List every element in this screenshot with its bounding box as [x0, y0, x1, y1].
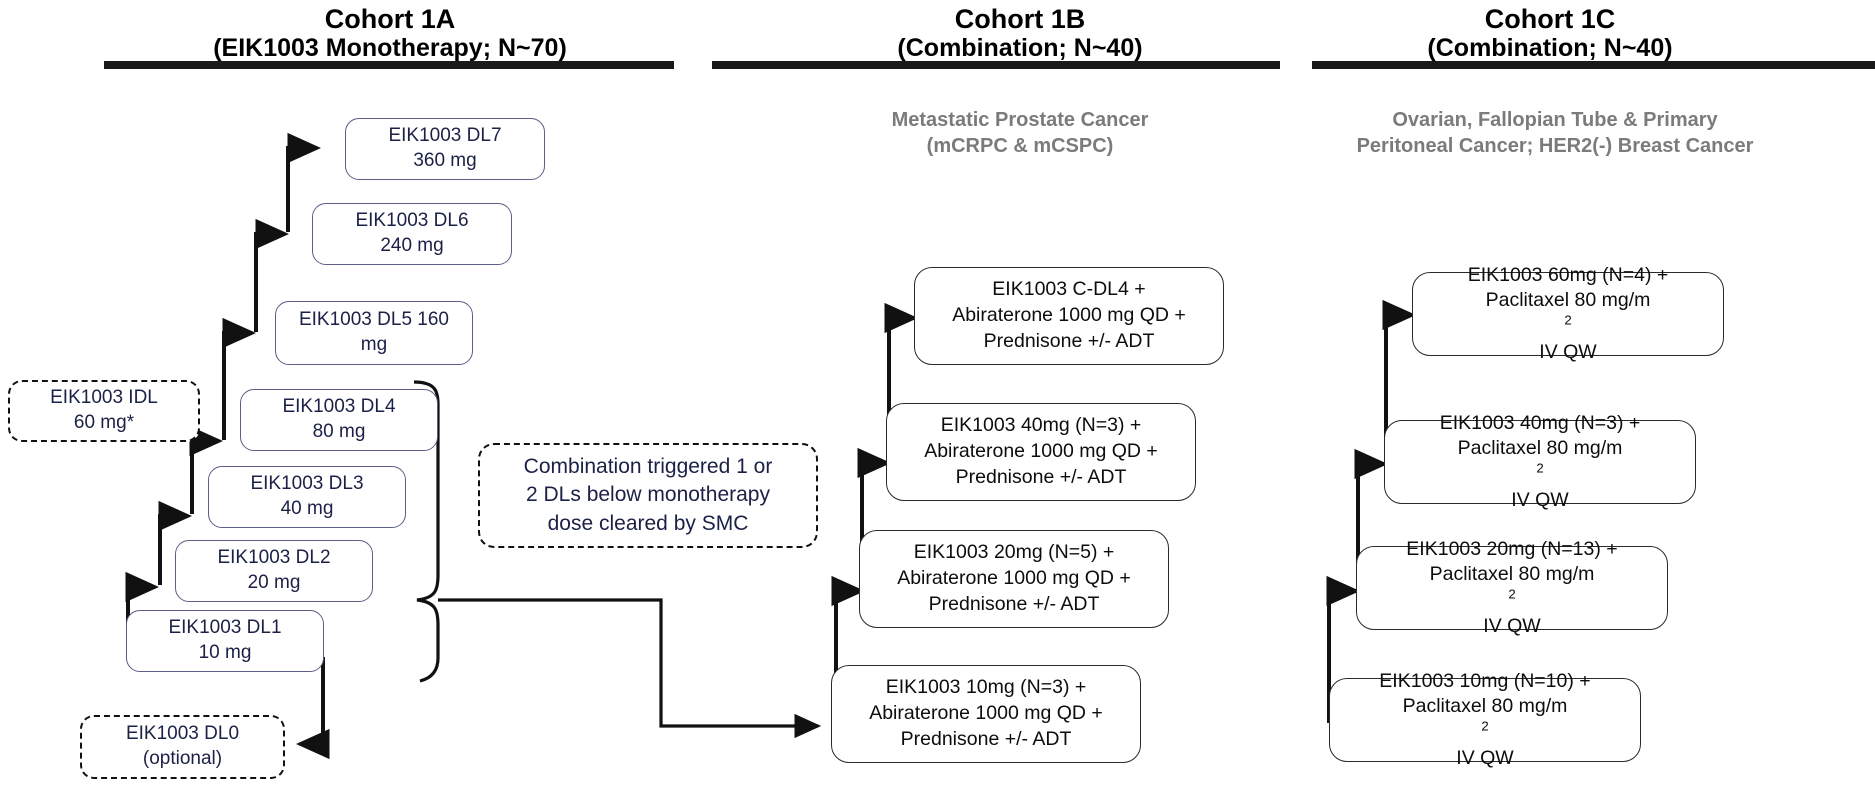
c1b-l1-line1: EIK1003 10mg (N=3) +: [885, 676, 1087, 699]
cohort-1b-indication-line2: (mCRPC & mCSPC): [926, 134, 1114, 157]
cohort-1c-indication: Ovarian, Fallopian Tube & Primary Perito…: [1235, 108, 1875, 159]
c1b-l4-line3: Prednisone +/- ADT: [983, 329, 1155, 352]
dl4-line1: EIK1003 DL4: [282, 396, 396, 418]
cohort-1c-indication-line1: Ovarian, Fallopian Tube & Primary: [1392, 109, 1718, 131]
combination-trigger-brace: [413, 380, 822, 739]
c1b-l3-line2: Abiraterone 1000 mg QD +: [924, 440, 1158, 463]
c1c-l2-line1: EIK1003 20mg (N=13) +: [1406, 537, 1618, 560]
cohort-1c-header: Cohort 1C (Combination; N~40): [1260, 4, 1840, 62]
cohort-1a-subtitle: (EIK1003 Monotherapy; N~70): [213, 34, 567, 63]
cohort-1a-header: Cohort 1A (EIK1003 Monotherapy; N~70): [100, 4, 680, 62]
cohort-1a-rule: [104, 61, 674, 69]
cohort-1c-level-1-box[interactable]: EIK1003 10mg (N=10) + Paclitaxel 80 mg/m…: [1329, 670, 1641, 769]
dl5-line1: EIK1003 DL5 160: [298, 309, 449, 331]
dose-level-dl7-box[interactable]: EIK1003 DL7 360 mg: [345, 118, 545, 180]
cohort-1c-subtitle: (Combination; N~40): [1427, 34, 1673, 63]
c1c-l4-line1: EIK1003 60mg (N=4) +: [1467, 263, 1669, 286]
cohort-1b-level-4-box[interactable]: EIK1003 C-DL4 + Abiraterone 1000 mg QD +…: [914, 267, 1224, 365]
dose-level-dl3-box[interactable]: EIK1003 DL3 40 mg: [208, 466, 406, 528]
dl2-line1: EIK1003 DL2: [217, 547, 331, 569]
c1b-l2-line1: EIK1003 20mg (N=5) +: [913, 541, 1115, 564]
dose-level-dl6-box[interactable]: EIK1003 DL6 240 mg: [312, 203, 512, 265]
cohort-1a-title: Cohort 1A: [324, 4, 456, 34]
cohort-1b-header: Cohort 1B (Combination; N~40): [730, 4, 1310, 62]
cohort-1b-indication: Metastatic Prostate Cancer (mCRPC & mCSP…: [730, 108, 1310, 159]
c1b-l4-line1: EIK1003 C-DL4 +: [992, 278, 1146, 301]
cohort-1b-subtitle: (Combination; N~40): [897, 34, 1143, 63]
dl6-line2: 240 mg: [380, 235, 444, 256]
dl7-line2: 360 mg: [413, 150, 477, 171]
cohort-1b-title: Cohort 1B: [954, 4, 1086, 34]
c1b-l2-line3: Prednisone +/- ADT: [928, 592, 1100, 615]
cohort-1b-level-3-box[interactable]: EIK1003 40mg (N=3) + Abiraterone 1000 mg…: [886, 403, 1196, 501]
dl3-line1: EIK1003 DL3: [250, 473, 364, 495]
dose-level-dl5-box[interactable]: EIK1003 DL5 160 mg: [275, 301, 473, 365]
cohort-1b-level-2-box[interactable]: EIK1003 20mg (N=5) + Abiraterone 1000 mg…: [859, 530, 1169, 628]
note-line3: dose cleared by SMC: [547, 511, 749, 535]
cohort-1c-rule: [1312, 61, 1875, 69]
c1b-l2-line2: Abiraterone 1000 mg QD +: [897, 567, 1131, 590]
dose-level-dl1-box[interactable]: EIK1003 DL1 10 mg: [126, 610, 324, 672]
c1b-l4-line2: Abiraterone 1000 mg QD +: [952, 304, 1186, 327]
c1b-l3-line1: EIK1003 40mg (N=3) +: [940, 414, 1142, 437]
c1c-l1-line1: EIK1003 10mg (N=10) +: [1379, 669, 1591, 692]
cohort-1b-level-1-box[interactable]: EIK1003 10mg (N=3) + Abiraterone 1000 mg…: [831, 665, 1141, 763]
dl0-line1: EIK1003 DL0: [125, 723, 240, 745]
dose-level-dl2-box[interactable]: EIK1003 DL2 20 mg: [175, 540, 373, 602]
cohort-1c-level-2-box[interactable]: EIK1003 20mg (N=13) + Paclitaxel 80 mg/m…: [1356, 538, 1668, 637]
c1b-l1-line2: Abiraterone 1000 mg QD +: [869, 702, 1103, 725]
dose-level-idl-box[interactable]: EIK1003 IDL 60 mg*: [8, 380, 200, 442]
combination-trigger-note: Combination triggered 1 or 2 DLs below m…: [478, 443, 818, 548]
cohort-1c-indication-line2: Peritoneal Cancer; HER2(-) Breast Cancer: [1356, 134, 1754, 157]
cohort-1c-arrows: [1326, 299, 1416, 723]
dose-level-dl0-box[interactable]: EIK1003 DL0 (optional): [80, 715, 285, 779]
dl5-line2: mg: [360, 334, 388, 355]
dl1-line2: 10 mg: [198, 642, 252, 663]
c1c-l3-line1: EIK1003 40mg (N=3) +: [1439, 411, 1641, 434]
dl7-line1: EIK1003 DL7: [388, 125, 502, 147]
dl4-line2: 80 mg: [312, 421, 366, 442]
c1b-l1-line3: Prednisone +/- ADT: [900, 727, 1072, 750]
c1b-l3-line3: Prednisone +/- ADT: [955, 465, 1127, 488]
dl1-line1: EIK1003 DL1: [168, 617, 282, 639]
idl-line2: 60 mg*: [73, 412, 135, 433]
note-line2: 2 DLs below monotherapy: [526, 483, 770, 507]
dl2-line2: 20 mg: [247, 572, 301, 593]
cohort-1b-indication-line1: Metastatic Prostate Cancer: [891, 109, 1149, 131]
dl6-line1: EIK1003 DL6: [355, 210, 469, 232]
cohort-1c-title: Cohort 1C: [1484, 4, 1616, 34]
dose-level-dl4-box[interactable]: EIK1003 DL4 80 mg: [240, 389, 438, 451]
note-line1: Combination triggered 1 or: [523, 455, 773, 479]
dl3-line2: 40 mg: [280, 498, 334, 519]
cohort-1b-rule: [712, 61, 1280, 69]
dl0-line2: (optional): [142, 748, 223, 769]
idl-line1: EIK1003 IDL: [50, 387, 158, 409]
